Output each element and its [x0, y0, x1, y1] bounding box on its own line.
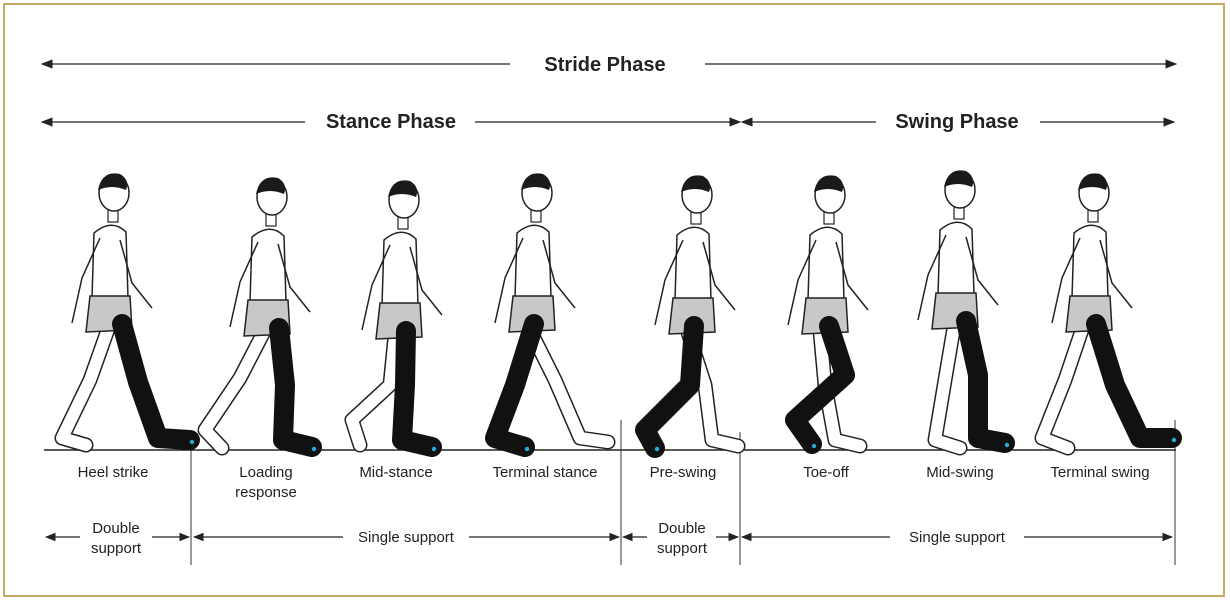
stage-label-mid-swing: Mid-swing [926, 464, 994, 481]
figure-heel-strike [62, 173, 194, 445]
stride-phase-row: Stride Phase [42, 54, 1176, 76]
figure-mid-stance [352, 180, 442, 451]
swing-phase-title: Swing Phase [895, 111, 1018, 133]
stage-label-mid-stance: Mid-stance [359, 464, 432, 481]
support-label-double-1: Double [92, 520, 140, 537]
figure-terminal-swing [1042, 173, 1176, 448]
support-label-single-1: Single support [358, 529, 455, 546]
stage-label-terminal-stance: Terminal stance [492, 464, 597, 481]
figure-pre-swing [645, 175, 738, 451]
support-row: Double support Single support Double sup… [46, 520, 1172, 557]
stance-swing-row: Stance Phase Swing Phase [42, 111, 1174, 133]
stage-label-loading-response: Loading [239, 464, 292, 481]
figure-toe-off [788, 175, 868, 448]
support-label-double-2b: support [657, 540, 708, 557]
stage-label-loading-response-2: response [235, 484, 297, 501]
support-label-double-2: Double [658, 520, 706, 537]
stage-label-terminal-swing: Terminal swing [1050, 464, 1149, 481]
stage-label-toe-off: Toe-off [803, 464, 849, 481]
stage-labels: Heel strike Loading response Mid-stance … [78, 464, 1150, 501]
stance-phase-title: Stance Phase [326, 111, 456, 133]
support-label-single-2: Single support [909, 529, 1006, 546]
walking-figures [62, 170, 1176, 451]
figure-terminal-stance [495, 173, 608, 451]
stage-label-pre-swing: Pre-swing [650, 464, 717, 481]
figure-mid-swing [918, 170, 1009, 448]
support-label-double-1b: support [91, 540, 142, 557]
figure-loading-response [205, 177, 316, 451]
stage-label-heel-strike: Heel strike [78, 464, 149, 481]
stride-phase-title: Stride Phase [544, 54, 665, 76]
